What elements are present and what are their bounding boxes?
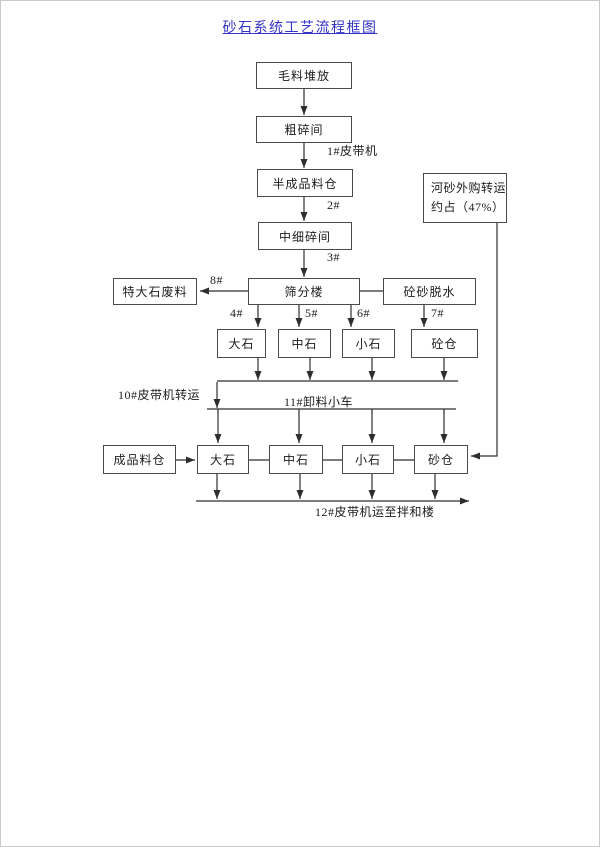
box-bottom-sand-silo: 砂仓 <box>414 445 468 474</box>
label-belt-4: 4# <box>230 306 243 320</box>
box-oversize-stone-waste: 特大石废料 <box>113 278 197 305</box>
river-sand-note-line1: 河砂外购转运 <box>431 181 507 196</box>
label-trolley-11: 11#卸料小车 <box>284 395 354 409</box>
label-belt-8: 8# <box>210 273 223 287</box>
box-coarse-crushing: 粗碎间 <box>256 116 352 143</box>
label-belt-7: 7# <box>431 306 444 320</box>
box-raw-material-pile: 毛料堆放 <box>256 62 352 89</box>
box-sand-dewatering: 砼砂脱水 <box>383 278 476 305</box>
box-semi-product-silo: 半成品料仓 <box>257 169 353 197</box>
label-belt-12: 12#皮带机运至拌和楼 <box>315 505 435 519</box>
page-title-link[interactable]: 砂石系统工艺流程框图 <box>222 21 378 36</box>
box-bottom-medium-stone: 中石 <box>269 445 323 474</box>
label-belt-3: 3# <box>327 250 340 264</box>
box-medium-fine-crushing: 中细碎间 <box>258 222 352 250</box>
label-belt-1: 1#皮带机 <box>327 144 378 158</box>
box-bottom-small-stone: 小石 <box>342 445 394 474</box>
box-river-sand-note: 河砂外购转运 约占（47%） <box>423 173 507 223</box>
box-bottom-large-stone: 大石 <box>197 445 249 474</box>
box-finished-product-silo: 成品料仓 <box>103 445 176 474</box>
box-mid-medium-stone: 中石 <box>278 329 331 358</box>
box-mid-small-stone: 小石 <box>342 329 395 358</box>
label-belt-5: 5# <box>305 306 318 320</box>
label-belt-10: 10#皮带机转运 <box>118 388 201 402</box>
river-sand-note-line2: 约占（47%） <box>431 200 505 214</box>
box-screening-building: 筛分楼 <box>248 278 360 305</box>
page-title-row: 砂石系统工艺流程框图 <box>1 17 599 37</box>
label-belt-2: 2# <box>327 198 340 212</box>
box-mid-concrete-silo: 砼仓 <box>411 329 478 358</box>
label-belt-6: 6# <box>357 306 370 320</box>
box-mid-large-stone: 大石 <box>217 329 266 358</box>
